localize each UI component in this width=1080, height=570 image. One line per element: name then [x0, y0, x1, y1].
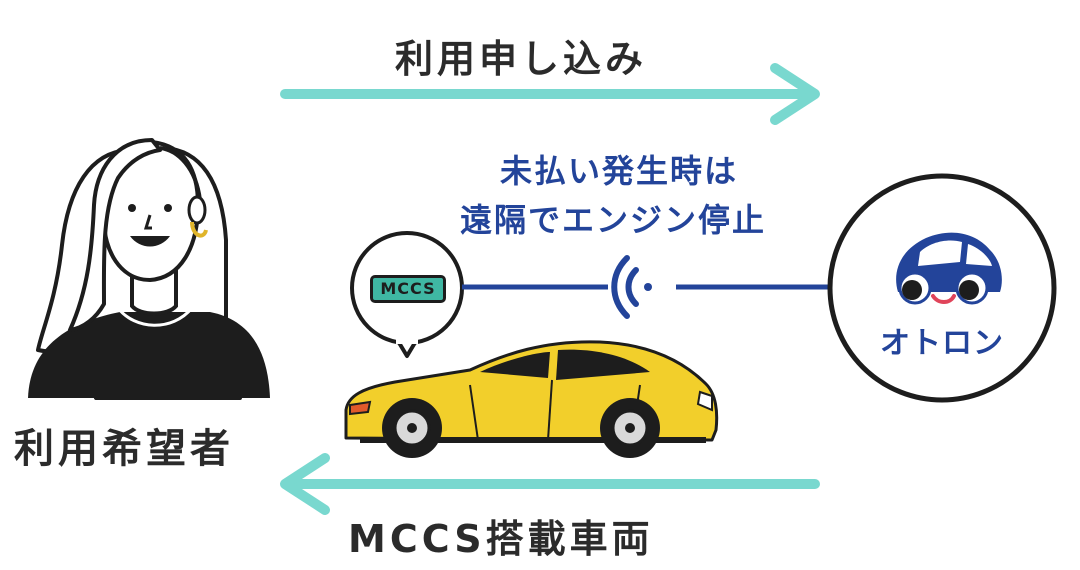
application-flow-label: 利用申し込み: [395, 37, 648, 81]
top-arrow: [280, 63, 820, 125]
vehicle-flow-label: MCCS搭載車両: [348, 517, 654, 561]
car-face-logo: [896, 232, 1002, 305]
notice-line-1: 未払い発生時は: [500, 152, 739, 190]
car-illustration: [344, 340, 719, 458]
notice-line-2: 遠隔でエンジン停止: [460, 201, 767, 239]
service-brand-name: オトロン: [880, 326, 1004, 361]
wireless-signal-icon: [611, 255, 652, 319]
bottom-arrow: [280, 453, 820, 515]
person-illustration: [28, 138, 270, 400]
mccs-device-badge: MCCS: [370, 275, 446, 303]
user-label: 利用希望者: [14, 426, 234, 472]
